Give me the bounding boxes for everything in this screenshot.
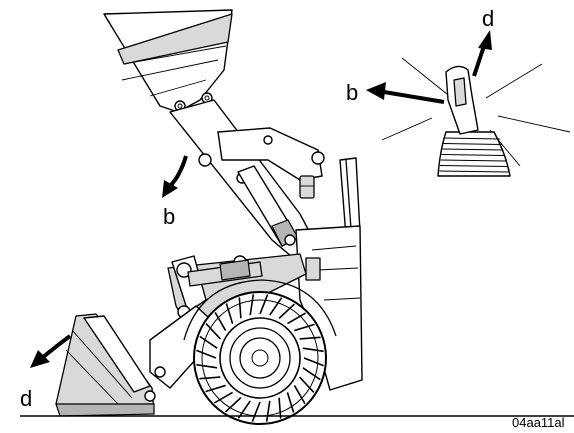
tire-tread xyxy=(293,385,306,405)
tire-tread xyxy=(199,376,221,380)
upper-bucket-arrow-label: b xyxy=(163,204,175,229)
tire-tread xyxy=(278,397,282,419)
boot-rib xyxy=(439,164,508,168)
tire-tread xyxy=(249,294,255,316)
tire-tread xyxy=(259,294,269,315)
tire-tread xyxy=(299,336,321,340)
tire-tread xyxy=(287,312,307,325)
tire-tread xyxy=(302,367,321,381)
tire-tread xyxy=(251,401,261,422)
upper-bucket-arrow xyxy=(162,155,188,198)
tire-tread xyxy=(225,303,234,324)
tire-tread xyxy=(214,311,227,331)
boot-rib xyxy=(443,137,501,140)
lower-bucket-arrow xyxy=(30,334,72,368)
lower-bucket-arrow-label: d xyxy=(20,386,32,411)
tire-tread xyxy=(196,363,218,369)
boot-rib xyxy=(443,142,502,146)
tire-tread xyxy=(224,397,242,413)
lever-arrow-left-label: b xyxy=(346,80,358,105)
front-wheel xyxy=(183,279,337,425)
figure-code: 04aa11al xyxy=(512,415,565,430)
control-lever-inset xyxy=(381,57,571,177)
tire-tread xyxy=(238,297,242,319)
boot-rib xyxy=(440,159,506,162)
lever-arrow-left xyxy=(366,82,445,104)
tire-tread xyxy=(205,322,221,340)
tire-tread xyxy=(299,376,315,394)
raised-bucket xyxy=(103,9,233,113)
tire-tread xyxy=(205,384,226,393)
boot-rib xyxy=(441,153,505,157)
tire-tread xyxy=(199,335,218,349)
boot-rib xyxy=(442,148,503,151)
lever-arrow-up-label: d xyxy=(482,6,494,31)
tire-tread xyxy=(213,391,233,404)
tire-tread xyxy=(286,392,295,413)
loader-frame xyxy=(295,157,363,391)
lowered-bucket xyxy=(55,313,156,417)
tire-tread xyxy=(303,357,324,367)
tire-tread xyxy=(269,297,283,316)
tire-tread xyxy=(302,347,324,353)
tire-tread xyxy=(294,323,315,332)
tire-tread xyxy=(196,349,217,359)
lever-arrow-up xyxy=(472,30,492,77)
boot-rib xyxy=(439,170,509,173)
tire-tread xyxy=(278,303,296,319)
tire-tread xyxy=(265,400,271,422)
